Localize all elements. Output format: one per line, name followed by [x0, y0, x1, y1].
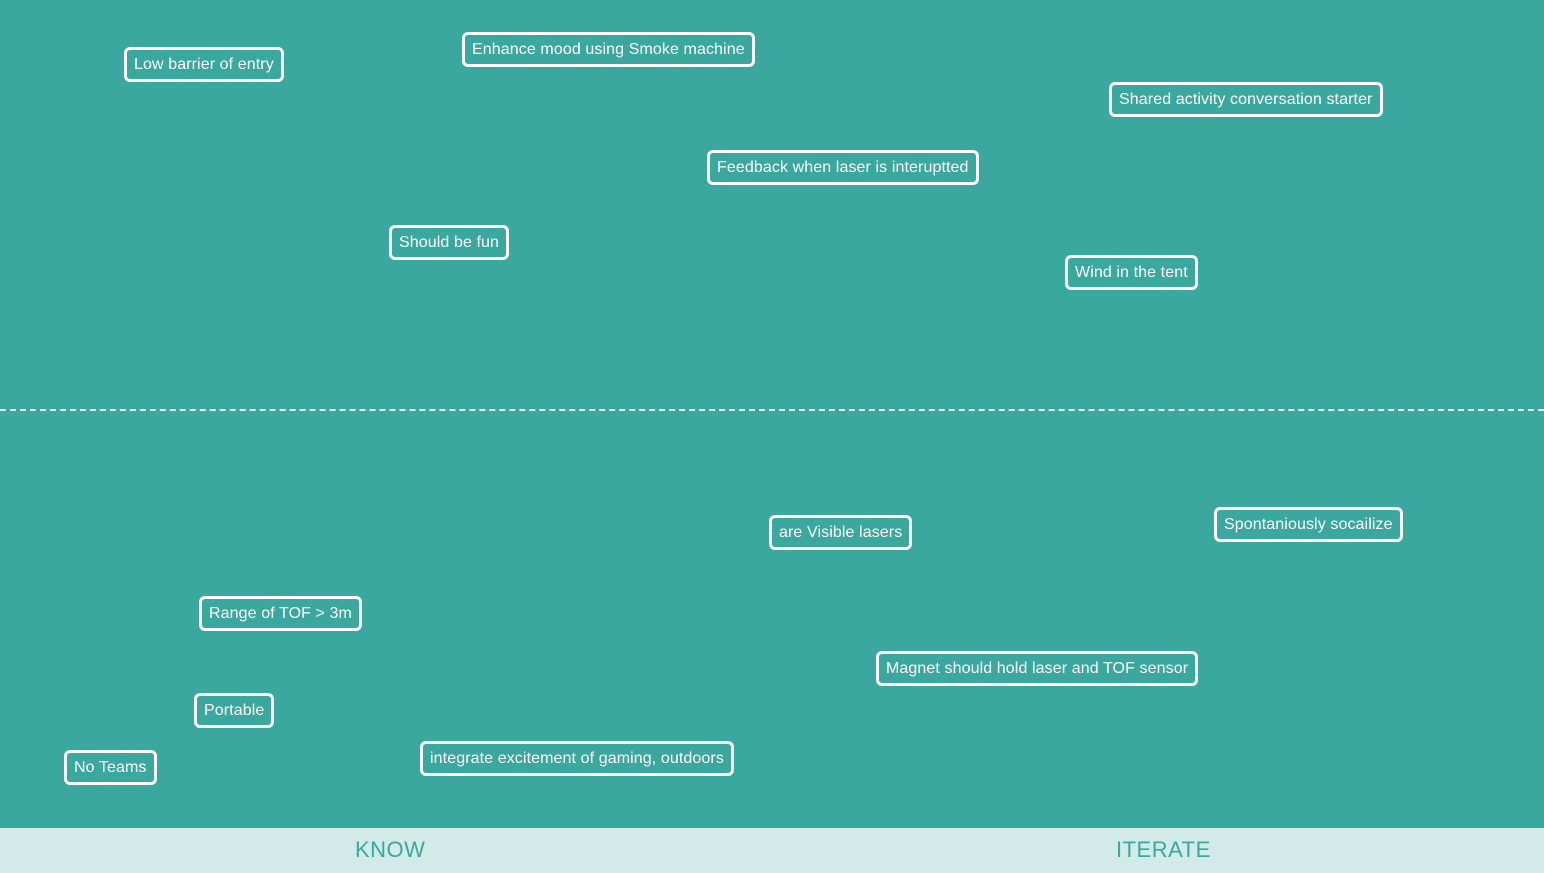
dashed-divider [0, 409, 1544, 411]
diagram-board: Low barrier of entry Enhance mood using … [0, 32, 1544, 785]
axis-footer: KNOW ITERATE [0, 828, 1544, 873]
note-wind-tent[interactable]: Wind in the tent [1065, 255, 1198, 290]
note-spontaneously-socialize[interactable]: Spontaniously socailize [1214, 507, 1403, 542]
note-should-be-fun[interactable]: Should be fun [389, 225, 510, 260]
note-integrate-excitement[interactable]: integrate excitement of gaming, outdoors [420, 741, 734, 776]
note-enhance-mood[interactable]: Enhance mood using Smoke machine [462, 32, 755, 67]
note-portable[interactable]: Portable [194, 693, 275, 728]
note-no-teams[interactable]: No Teams [64, 750, 157, 785]
note-low-barrier[interactable]: Low barrier of entry [124, 47, 284, 82]
note-magnet-hold[interactable]: Magnet should hold laser and TOF sensor [876, 651, 1199, 686]
note-shared-activity[interactable]: Shared activity conversation starter [1109, 82, 1383, 117]
axis-label-iterate: ITERATE [1116, 837, 1211, 862]
axis-label-know: KNOW [355, 837, 426, 862]
note-feedback-laser[interactable]: Feedback when laser is interuptted [707, 150, 979, 185]
note-range-tof[interactable]: Range of TOF > 3m [199, 596, 362, 631]
note-visible-lasers[interactable]: are Visible lasers [769, 515, 913, 550]
